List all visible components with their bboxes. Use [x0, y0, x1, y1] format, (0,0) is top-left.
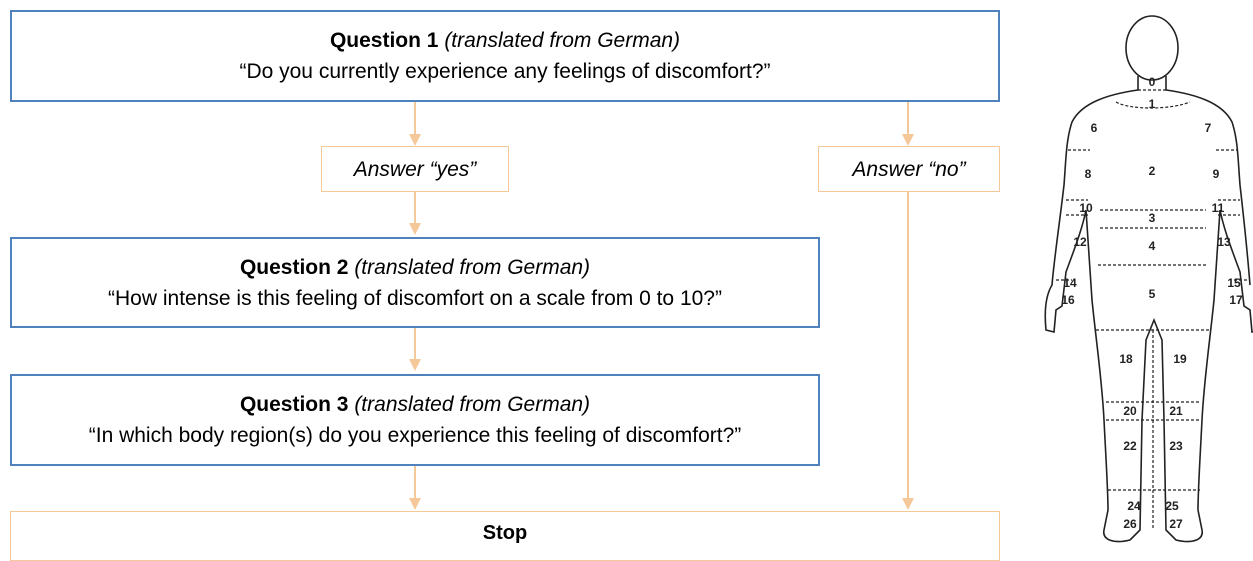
question-1-box: Question 1 (translated from German) “Do … — [10, 10, 1000, 102]
region-label-17: 17 — [1229, 293, 1243, 307]
region-label-2: 2 — [1149, 164, 1156, 178]
region-label-19: 19 — [1173, 352, 1187, 366]
region-label-24: 24 — [1127, 499, 1141, 513]
region-label-22: 22 — [1123, 439, 1137, 453]
answer-no-box: Answer “no” — [818, 146, 1000, 192]
stop-box: Stop — [10, 511, 1000, 561]
region-label-25: 25 — [1165, 499, 1179, 513]
region-label-13: 13 — [1217, 235, 1231, 249]
region-label-5: 5 — [1149, 287, 1156, 301]
region-label-10: 10 — [1079, 201, 1093, 215]
body-region-map: 0 1 2 3 4 5 6 7 8 9 10 11 12 13 14 15 16… — [1044, 15, 1253, 543]
body-head — [1125, 15, 1179, 81]
question-2-note: (translated from German) — [354, 255, 591, 279]
region-label-9: 9 — [1213, 167, 1220, 181]
region-label-20: 20 — [1123, 404, 1137, 418]
question-1-label: Question 1 — [329, 29, 439, 52]
flow-arrows — [409, 102, 914, 510]
question-1-note: (translated from German) — [444, 29, 681, 52]
region-label-0: 0 — [1149, 75, 1156, 89]
question-2-text: “How intense is this feeling of discomfo… — [108, 286, 722, 310]
region-label-8: 8 — [1085, 167, 1092, 181]
question-2-box: Question 2 (translated from German) “How… — [10, 237, 820, 328]
region-label-15: 15 — [1227, 276, 1241, 290]
question-3-text: “In which body region(s) do you experien… — [88, 424, 742, 447]
stop-label: Stop — [482, 522, 528, 544]
region-label-21: 21 — [1169, 404, 1183, 418]
body-outline — [1044, 76, 1253, 543]
question-3-box: Question 3 (translated from German) “In … — [10, 374, 820, 466]
region-label-18: 18 — [1119, 352, 1133, 366]
question-3-label: Question 3 — [239, 393, 349, 416]
region-label-11: 11 — [1212, 201, 1225, 215]
region-label-7: 7 — [1205, 121, 1212, 135]
region-label-26: 26 — [1123, 517, 1137, 531]
region-label-6: 6 — [1091, 121, 1098, 135]
region-label-27: 27 — [1169, 517, 1183, 531]
question-1-text: “Do you currently experience any feeling… — [239, 60, 771, 83]
answer-no-label: Answer “no” — [852, 157, 966, 181]
region-label-16: 16 — [1061, 293, 1075, 307]
question-3-note: (translated from German) — [354, 393, 591, 416]
region-label-1: 1 — [1149, 97, 1156, 111]
answer-yes-box: Answer “yes” — [321, 146, 509, 192]
region-label-3: 3 — [1149, 211, 1156, 225]
region-label-12: 12 — [1073, 235, 1087, 249]
region-label-4: 4 — [1149, 239, 1156, 253]
region-label-23: 23 — [1169, 439, 1183, 453]
answer-yes-label: Answer “yes” — [353, 157, 477, 181]
question-2-label: Question 2 — [239, 255, 349, 279]
region-label-14: 14 — [1063, 276, 1077, 290]
